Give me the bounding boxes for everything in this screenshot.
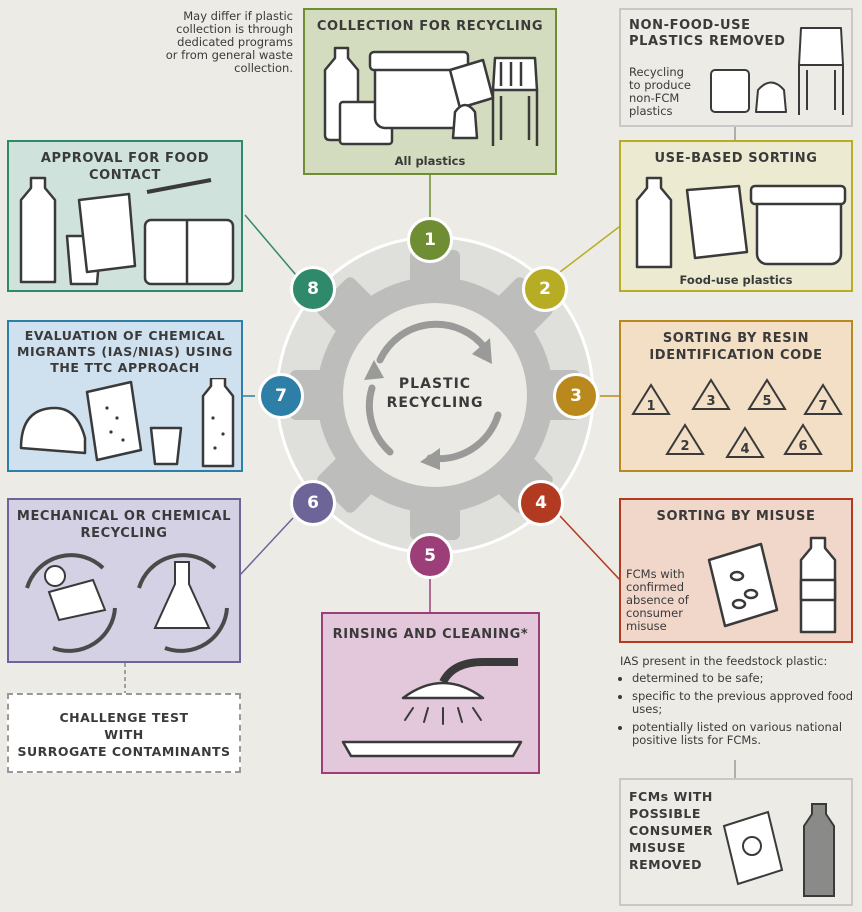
resin-sorting-title: SORTING BY RESIN IDENTIFICATION CODE (649, 331, 823, 363)
use-based-sorting-box: USE-BASED SORTING Food-use plastics (619, 140, 853, 292)
resin-code-6: 6 (798, 439, 807, 454)
use-based-sorting-title: USE-BASED SORTING (654, 151, 818, 166)
recycling-process-icon (25, 553, 229, 653)
resin-code-2: 2 (680, 439, 689, 454)
resin-sorting-box: SORTING BY RESIN IDENTIFICATION CODE 1 3… (619, 320, 853, 472)
misuse-caption: FCMs with confirmed absence of consumer … (626, 567, 689, 633)
resin-code-5: 5 (762, 394, 771, 409)
evaluation-title: EVALUATION OF CHEMICAL MIGRANTS (IAS/NIA… (17, 328, 233, 375)
non-food-box: NON-FOOD-USE PLASTICS REMOVED Recycling … (619, 8, 853, 127)
step-2-badge: 2 (522, 266, 568, 312)
step-4-badge: 4 (518, 480, 564, 526)
misuse-items-icon (707, 536, 837, 634)
ias-item: potentially listed on various national p… (632, 721, 856, 747)
resin-codes-icon: 1 3 5 7 2 4 6 (631, 378, 843, 458)
food-migrants-icon (19, 378, 235, 468)
resin-code-3: 3 (706, 394, 715, 409)
center-label: PLASTIC RECYCLING (386, 376, 484, 411)
challenge-test-box: CHALLENGE TEST WITH SURROGATE CONTAMINAN… (7, 693, 241, 773)
collection-title: COLLECTION FOR RECYCLING (316, 19, 544, 34)
misuse-removed-icon (722, 803, 835, 897)
step-8-badge: 8 (290, 266, 336, 312)
step-6-badge: 6 (290, 480, 336, 526)
resin-code-1: 1 (646, 399, 655, 414)
rinsing-box: RINSING AND CLEANING* (321, 612, 540, 774)
food-plastics-icon (635, 176, 847, 269)
rinsing-title: RINSING AND CLEANING* (332, 627, 529, 642)
shower-icon (341, 658, 523, 758)
use-based-caption: Food-use plastics (679, 273, 793, 287)
step-7-badge: 7 (258, 373, 304, 419)
resin-code-7: 7 (818, 399, 827, 414)
mechanical-recycling-title: MECHANICAL OR CHEMICAL RECYCLING (16, 509, 232, 541)
mechanical-recycling-box: MECHANICAL OR CHEMICAL RECYCLING (7, 498, 241, 663)
ias-list: IAS present in the feedstock plastic: de… (620, 655, 856, 752)
approval-title: APPROVAL FOR FOOD CONTACT (40, 151, 210, 183)
ias-item: specific to the previous approved food u… (632, 690, 856, 716)
ias-heading: IAS present in the feedstock plastic: (620, 654, 828, 668)
step-3-badge: 3 (553, 373, 599, 419)
non-food-title: NON-FOOD-USE PLASTICS REMOVED (629, 18, 786, 49)
misuse-sorting-box: SORTING BY MISUSE FCMs with confirmed ab… (619, 498, 853, 643)
approval-box: APPROVAL FOR FOOD CONTACT (7, 140, 243, 292)
non-food-caption: Recycling to produce non-FCM plastics (629, 65, 691, 118)
collection-caption: All plastics (394, 154, 466, 168)
ias-item: determined to be safe; (632, 672, 856, 685)
plastics-icon (323, 46, 539, 146)
food-contact-items-icon (19, 176, 235, 286)
resin-code-4: 4 (740, 442, 749, 457)
step-5-badge: 5 (407, 533, 453, 579)
misuse-removed-box: FCMs WITH POSSIBLE CONSUMER MISUSE REMOV… (619, 778, 853, 906)
step-1-badge: 1 (407, 217, 453, 263)
challenge-test-text: CHALLENGE TEST WITH SURROGATE CONTAMINAN… (17, 710, 231, 759)
collection-box: COLLECTION FOR RECYCLING All plastics (303, 8, 557, 175)
evaluation-box: EVALUATION OF CHEMICAL MIGRANTS (IAS/NIA… (7, 320, 243, 472)
non-food-items-icon (710, 27, 844, 115)
misuse-sorting-title: SORTING BY MISUSE (656, 509, 816, 524)
misuse-removed-title: FCMs WITH POSSIBLE CONSUMER MISUSE REMOV… (629, 789, 714, 872)
collection-note: May differ if plastic collection is thro… (165, 9, 293, 75)
